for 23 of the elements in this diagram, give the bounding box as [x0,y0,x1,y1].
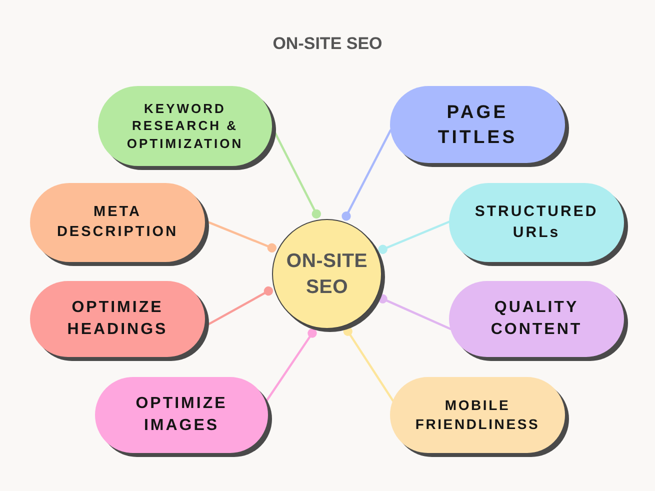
topic-label: OPTIMIZE IMAGES [134,394,228,436]
topic-pill [30,183,209,266]
topic-pill [449,281,628,361]
topic-pill [449,183,628,266]
topic-pill [390,377,569,457]
topic-pill [95,377,272,457]
topic-pill [30,281,209,361]
topic-pill [98,86,276,170]
topic-pill [390,86,569,167]
topic-label: STRUCTURED URLs [474,202,600,242]
connector-line [378,220,450,254]
center-label: ON-SITE SEO [285,248,369,300]
connector-line [264,328,317,404]
connector-line [378,294,452,330]
topic-label: QUALITY CONTENT [490,298,584,340]
topic-label: PAGE TITLES [436,100,518,148]
connector-line [343,326,394,402]
topic-label: MOBILE FRIENDLINESS [414,396,541,434]
topic-label: META DESCRIPTION [56,202,180,242]
diagram-title: ON-SITE SEO [272,34,382,54]
topic-label: OPTIMIZE HEADINGS [66,298,169,340]
connector-line [342,129,392,221]
topic-label: KEYWORD RESEARCH & OPTIMIZATION [126,100,244,152]
